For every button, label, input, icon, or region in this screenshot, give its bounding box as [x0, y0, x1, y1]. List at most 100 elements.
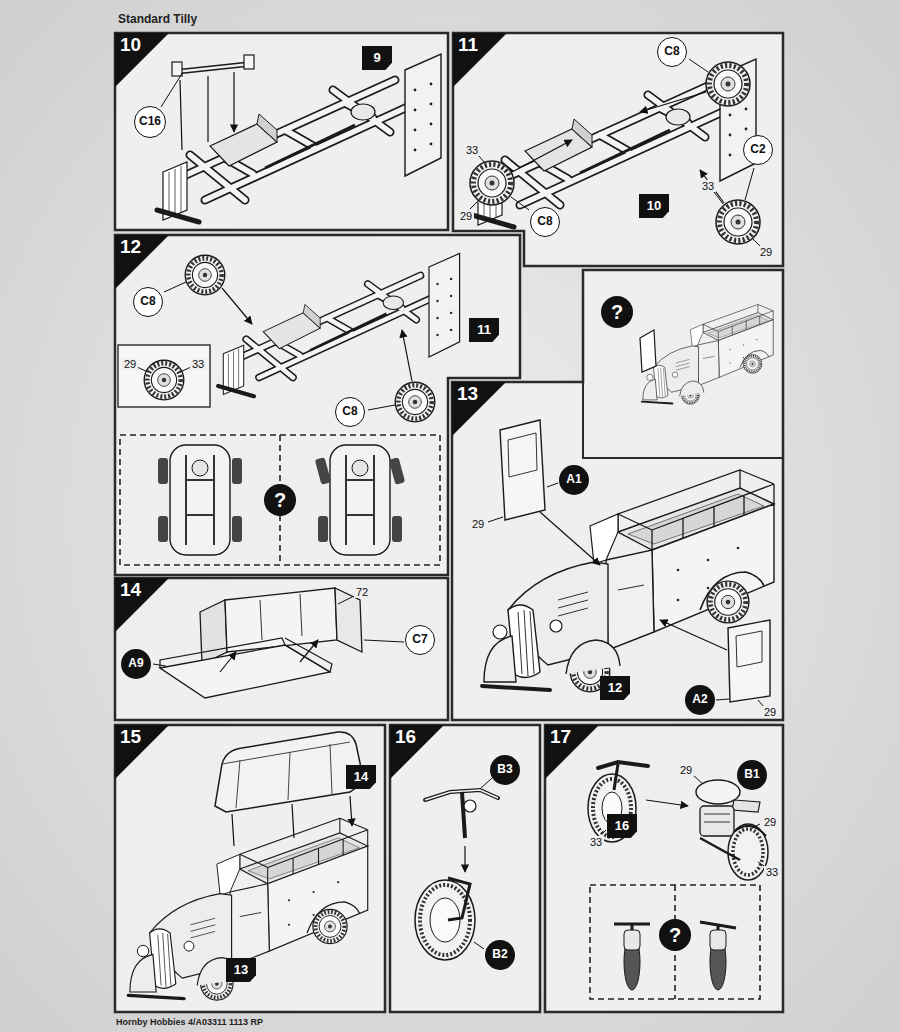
step-number-corner	[115, 578, 169, 632]
step-12-drawing	[144, 360, 184, 400]
step-reference: 16	[615, 819, 629, 833]
step-13-drawing	[482, 305, 774, 708]
step-13-drawing	[716, 699, 764, 707]
panel-frame	[390, 725, 540, 1012]
part-number: C8	[342, 405, 357, 418]
step-reference-tab: 10	[639, 194, 669, 218]
part-number: B2	[492, 948, 507, 961]
step-14-drawing	[260, 594, 302, 640]
step-12-drawing	[118, 345, 210, 407]
step-17-drawing	[700, 838, 740, 860]
step-number: 10	[120, 35, 141, 54]
step-16-drawing	[462, 792, 465, 838]
step-number: 15	[120, 727, 141, 746]
step-17-drawing	[602, 776, 764, 866]
part-callout: A9	[121, 649, 151, 679]
step-12-drawing	[392, 516, 402, 542]
paint-number: 29	[458, 210, 474, 223]
step-12-drawing	[395, 382, 435, 422]
part-number: C7	[412, 633, 427, 646]
step-13-drawing	[508, 433, 537, 477]
step-16-drawing	[415, 880, 475, 960]
step-number-corner	[453, 33, 507, 87]
part-callout: B1	[737, 760, 767, 790]
step-reference-tab: 14	[346, 765, 376, 789]
part-number: A1	[566, 473, 581, 486]
step-reference: 12	[608, 681, 622, 695]
part-callout: B3	[490, 755, 520, 785]
paint-number: 29	[678, 764, 694, 777]
step-reference-tab: 12	[600, 676, 630, 700]
step-14-drawing	[160, 638, 332, 672]
paint-number: 29	[758, 246, 774, 259]
step-12-drawing	[318, 516, 328, 542]
step-13-drawing	[728, 620, 770, 702]
paint-number: 33	[464, 144, 480, 157]
step-number-corner	[115, 33, 169, 87]
part-callout: C8	[133, 287, 163, 317]
paint-number: 72	[354, 586, 370, 599]
option-symbol: ?	[274, 489, 286, 511]
step-panel: A9C714	[115, 578, 448, 720]
step-12-drawing	[389, 457, 405, 485]
step-14-drawing	[220, 652, 236, 672]
step-14-drawing	[200, 600, 227, 664]
step-12-drawing	[402, 330, 412, 381]
step-panel: 14 13 15	[115, 725, 385, 1012]
tab-shape	[226, 958, 256, 982]
part-number: C2	[750, 143, 765, 156]
step-number-corner	[115, 33, 599, 779]
step-17-drawing	[614, 764, 618, 790]
option-symbol: ?	[669, 924, 681, 946]
step-panel: B116?17	[545, 725, 783, 1012]
part-number: B1	[744, 768, 759, 781]
option-marker: ?	[264, 484, 296, 516]
panel-frame	[452, 270, 783, 720]
step-12-drawing	[330, 445, 390, 555]
step-14-drawing	[225, 588, 337, 652]
step-10-drawing	[157, 54, 441, 222]
step-17-drawing	[590, 885, 760, 999]
part-callout: C7	[405, 625, 435, 655]
step-12-drawing	[158, 516, 168, 542]
panel-frame	[453, 33, 783, 266]
step-16-drawing	[464, 800, 476, 812]
step-reference-tab: 16	[607, 814, 637, 838]
step-12-drawing	[222, 288, 252, 324]
step-reference-tab: 11	[469, 318, 499, 342]
step-11-drawing	[512, 140, 572, 172]
step-number-corner	[452, 382, 506, 436]
tab-shape	[362, 46, 392, 70]
step-13-drawing	[640, 330, 656, 372]
step-17-drawing	[646, 800, 688, 806]
step-16-drawing	[415, 778, 498, 960]
step-12-drawing	[315, 457, 331, 485]
step-12-drawing	[232, 516, 242, 542]
step-17-drawing	[588, 762, 768, 999]
step-reference: 14	[354, 770, 368, 784]
step-number-corner	[115, 235, 169, 289]
step-16-drawing	[448, 878, 470, 920]
part-callout: C8	[335, 397, 365, 427]
part-number: C8	[664, 45, 679, 58]
step-panel: 9C1610	[115, 33, 448, 230]
step-13-drawing	[642, 305, 773, 405]
step-panel: ?A112A213	[450, 270, 783, 720]
step-number-corner	[115, 725, 169, 779]
step-number: 13	[457, 384, 478, 403]
step-17-drawing	[704, 814, 730, 822]
step-14-drawing	[153, 597, 404, 666]
step-number-corner	[390, 725, 444, 779]
step-16-drawing	[480, 778, 492, 789]
part-callout: C16	[134, 106, 166, 138]
step-12-drawing	[137, 367, 191, 372]
step-10-drawing	[172, 62, 182, 76]
step-reference-tab: 13	[226, 958, 256, 982]
tab-shape	[639, 194, 669, 218]
step-panel: C8C2C81011	[453, 33, 783, 266]
step-11-drawing	[470, 161, 514, 205]
part-callout: B2	[485, 940, 515, 970]
step-10-drawing	[244, 55, 254, 69]
paint-number: 29	[762, 816, 778, 829]
